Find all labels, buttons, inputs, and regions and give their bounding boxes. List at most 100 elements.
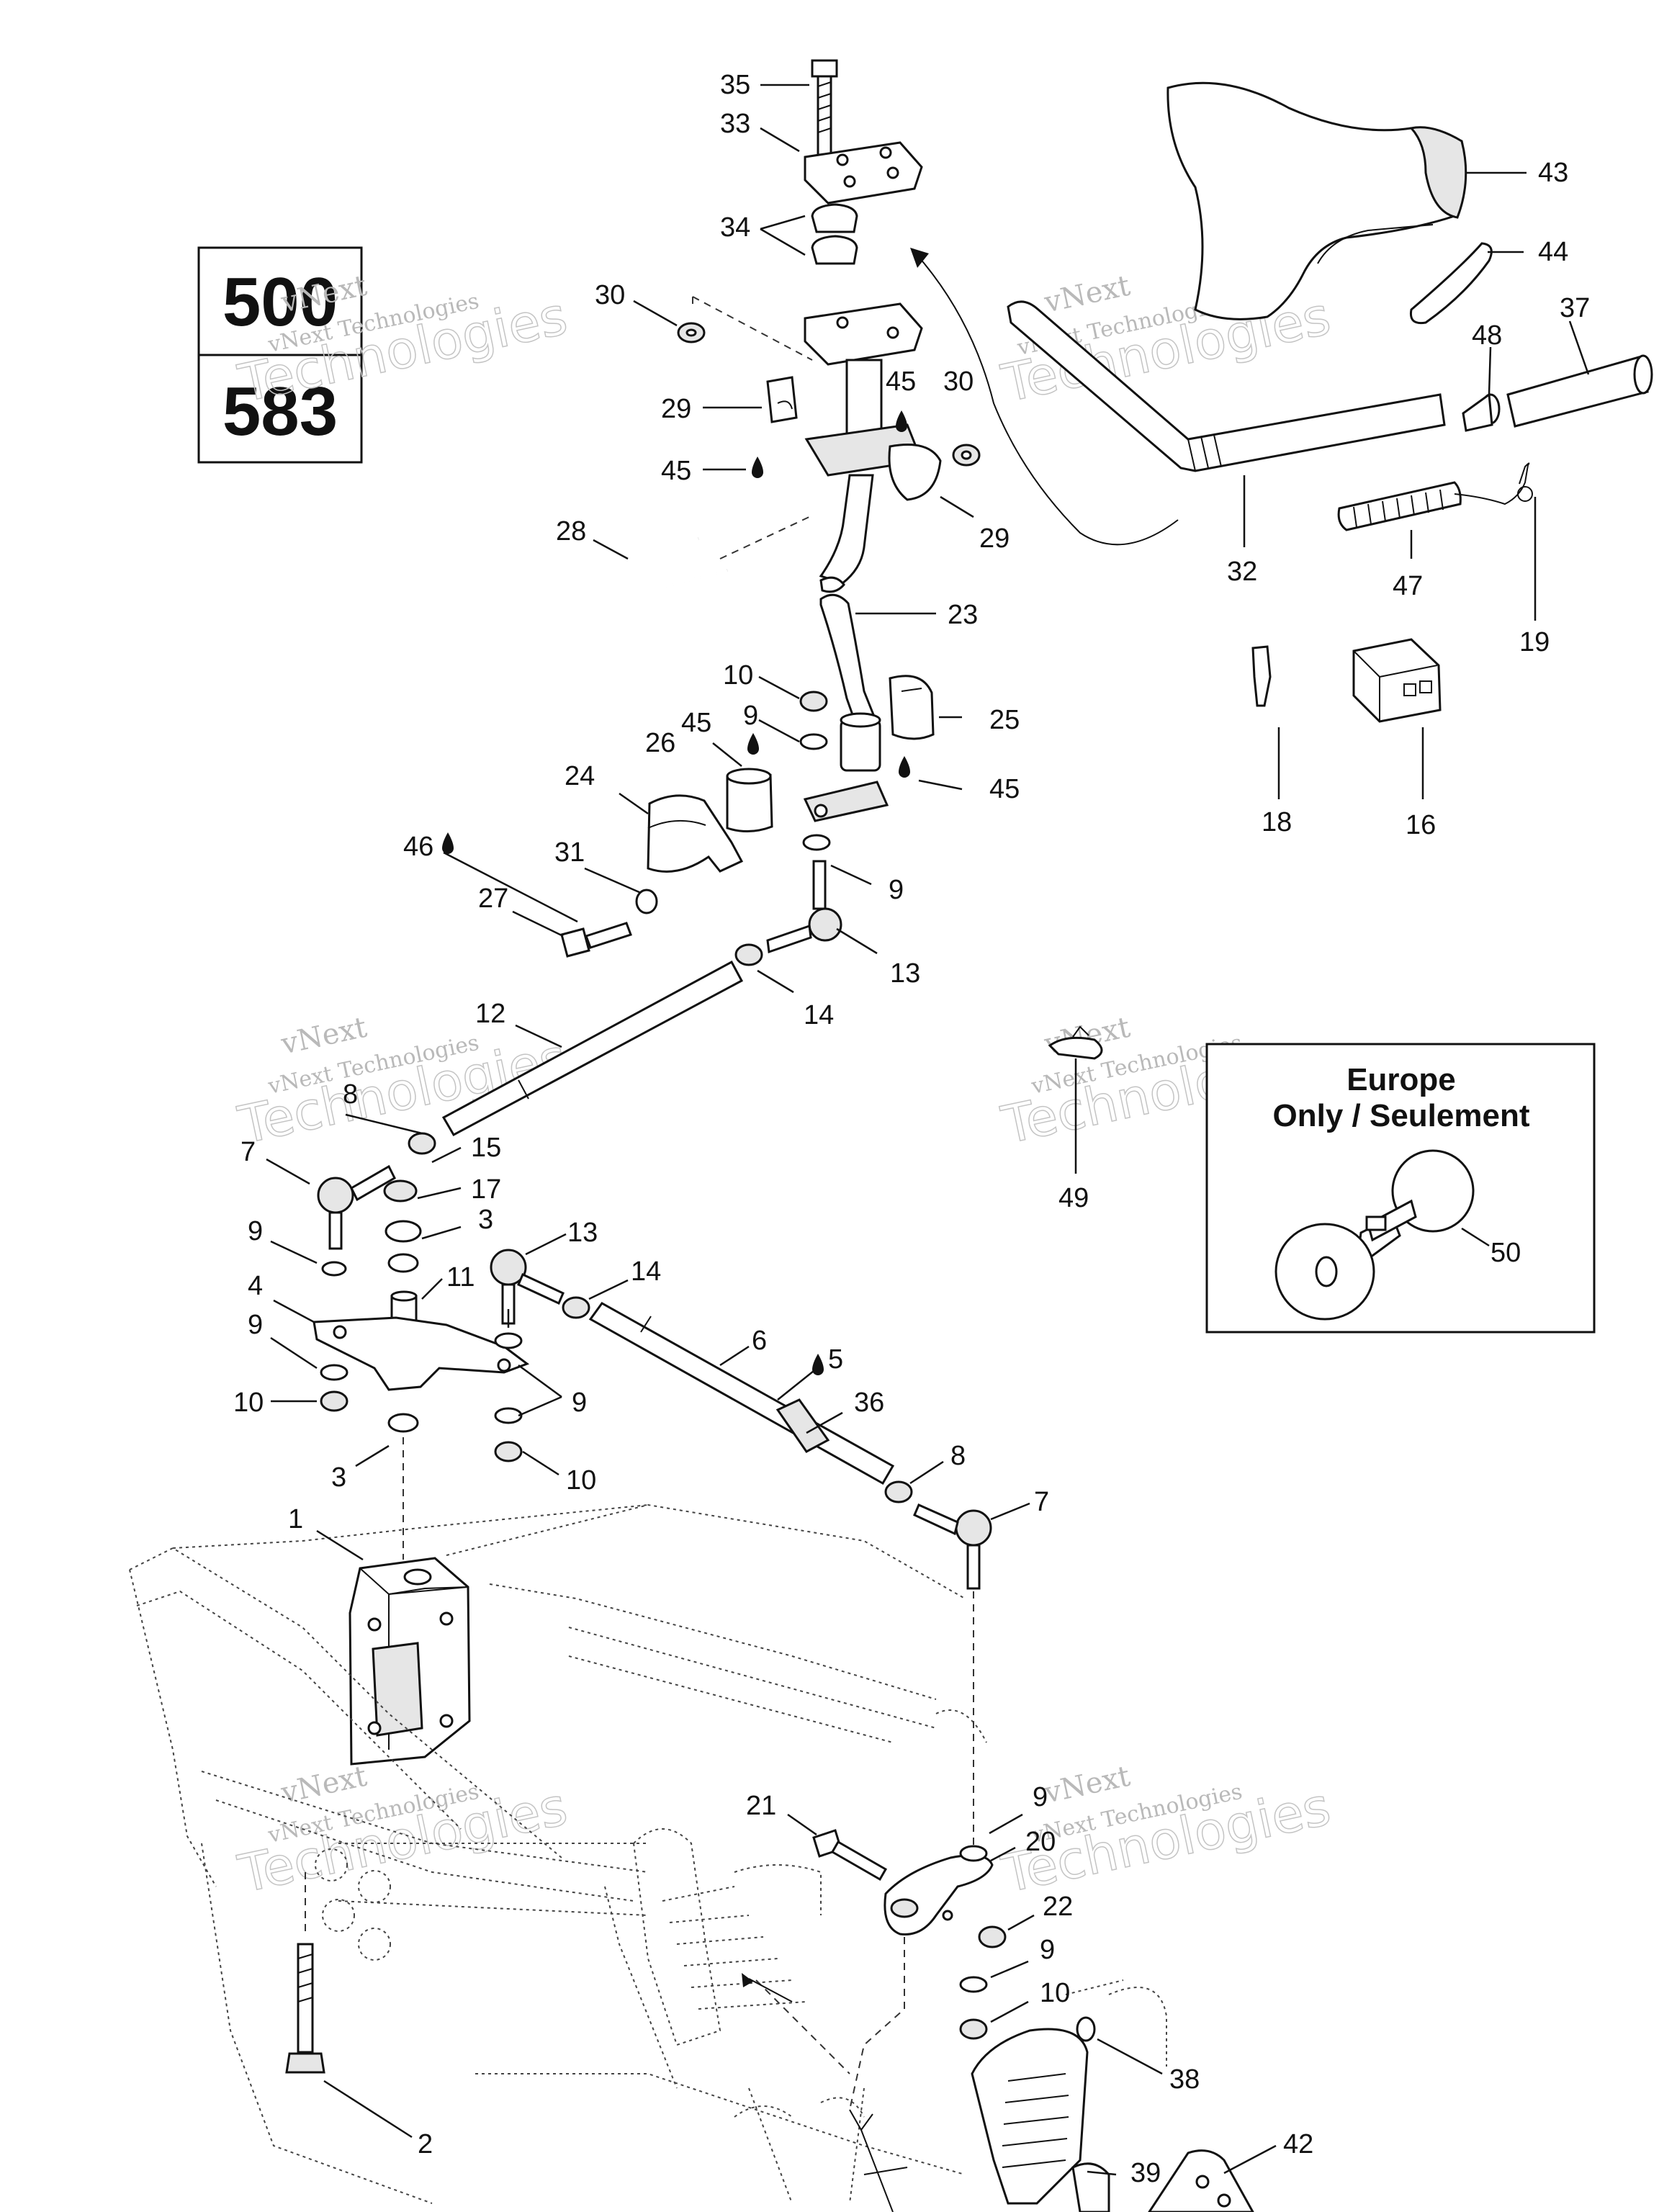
bolt-35 [811, 59, 838, 157]
callout-20: 20 [1025, 1827, 1056, 1857]
tie-rod-12 [441, 960, 744, 1137]
callout-39: 42 [1283, 2129, 1313, 2159]
washer-9-left-b [320, 1364, 349, 1381]
callout-9: 9 [889, 875, 904, 905]
callout-2: 2 [418, 2129, 433, 2159]
svg-text:vNext: vNext [278, 1011, 370, 1061]
boot-38 [971, 2028, 1110, 2212]
callout-9: 9 [1040, 1935, 1055, 1965]
callout-21: 21 [746, 1791, 776, 1821]
clamp-top-33 [804, 141, 923, 204]
callout-45: 45 [681, 708, 711, 738]
callout-8: 8 [950, 1441, 966, 1471]
callout-13: 13 [567, 1218, 598, 1248]
ball-joint-13-mid [490, 1249, 565, 1325]
callout-10: 10 [233, 1388, 264, 1418]
inset-title-line2: Only / Seulement [1273, 1098, 1530, 1133]
callout-47: 47 [1393, 571, 1423, 601]
split-clamp-29-left [766, 376, 798, 423]
callout-34: 34 [720, 212, 750, 243]
washer-9-left-a [321, 1261, 347, 1277]
spring [662, 1886, 807, 2010]
nut-14-mid [562, 1296, 590, 1319]
pitman-arm-assembly [755, 1829, 1254, 2212]
callout-49: 49 [1058, 1183, 1089, 1213]
callout-1: 1 [288, 1504, 303, 1534]
washer-31 [635, 889, 658, 914]
nut-8 [884, 1480, 913, 1503]
callout-10: 10 [1040, 1978, 1070, 2008]
callout-45: 45 [989, 774, 1020, 804]
callout-24: 24 [565, 761, 595, 791]
bushing-26 [726, 768, 773, 833]
washer-9-lower [802, 834, 831, 851]
nut-10-mid [494, 1441, 523, 1462]
callout-22: 22 [1043, 1892, 1073, 1922]
horn-50 [1274, 1149, 1475, 1321]
callout-44: 44 [1538, 237, 1568, 267]
svg-text:vNext: vNext [1041, 1760, 1133, 1810]
nut-14-top [734, 943, 763, 966]
sleeve-36 [775, 1398, 830, 1453]
callout-25: 25 [989, 705, 1020, 735]
inset-title-line1: Europe [1346, 1062, 1456, 1097]
callout-36: 36 [854, 1388, 884, 1418]
ball-joint-7-left [317, 1164, 396, 1250]
callout-29: 29 [979, 523, 1010, 554]
callout-13: 13 [890, 958, 920, 989]
europe-inset: Europe Only / Seulement 50 [1205, 1043, 1596, 1334]
callout-10: 10 [566, 1465, 596, 1496]
callout-38: 39 [1130, 2158, 1161, 2188]
callout-42: 38 [1169, 2064, 1200, 2095]
nut-17 [383, 1179, 418, 1202]
callout-8: 8 [343, 1079, 358, 1110]
callout-16: 16 [1406, 810, 1436, 840]
connector-16 [1352, 638, 1442, 723]
callout-50: 50 [1491, 1238, 1521, 1268]
ball-joint-13-top [766, 860, 842, 954]
callout-17: 17 [471, 1174, 501, 1205]
callout-12: 12 [475, 999, 505, 1029]
callout-15: 15 [471, 1133, 501, 1163]
column-shaft [803, 359, 924, 822]
callout-30: 30 [595, 280, 625, 310]
nut-10-pitman [959, 2018, 988, 2040]
nut-30-right [952, 444, 981, 467]
callout-18: 18 [1262, 807, 1292, 837]
support-24 [647, 794, 744, 873]
svg-text:vNext: vNext [278, 1760, 370, 1810]
callout-4: 4 [248, 1271, 263, 1301]
callout-23: 23 [948, 600, 978, 630]
steering-arm-4 [313, 1316, 530, 1391]
callout-11: 11 [446, 1262, 475, 1292]
half-bushings-34 [811, 203, 858, 265]
callout-37: 37 [1560, 293, 1590, 323]
clip-49 [1048, 1025, 1103, 1060]
bolt-21 [812, 1829, 888, 1881]
grip-47 [1337, 481, 1462, 531]
callout-43: 43 [1538, 158, 1568, 188]
bolt-27 [560, 922, 632, 958]
suspension-rods [315, 1843, 649, 1961]
ball-joint-7-right [913, 1503, 992, 1590]
pillow-block-1 [349, 1557, 471, 1766]
nut-30-left [677, 322, 706, 343]
callout-9: 9 [1033, 1782, 1048, 1812]
terminal-18 [1251, 645, 1272, 707]
bushing-3-bottom [387, 1413, 419, 1433]
washer-9-pitman-top [959, 1845, 988, 1862]
callout-7: 7 [1034, 1487, 1049, 1517]
callout-9: 9 [248, 1310, 263, 1340]
washer-9-mid-b [494, 1407, 523, 1424]
callout-32: 32 [1227, 557, 1257, 587]
callout-9: 9 [572, 1388, 587, 1418]
washer-42 [1076, 2016, 1096, 2042]
steering-column [313, 59, 992, 1858]
model-number-top: 500 [222, 264, 338, 341]
callout-19: 19 [1519, 627, 1550, 657]
spacer-48 [1462, 392, 1501, 432]
callout-30: 30 [943, 367, 974, 397]
model-number-bottom: 583 [222, 373, 338, 450]
callout-3: 3 [331, 1462, 346, 1493]
